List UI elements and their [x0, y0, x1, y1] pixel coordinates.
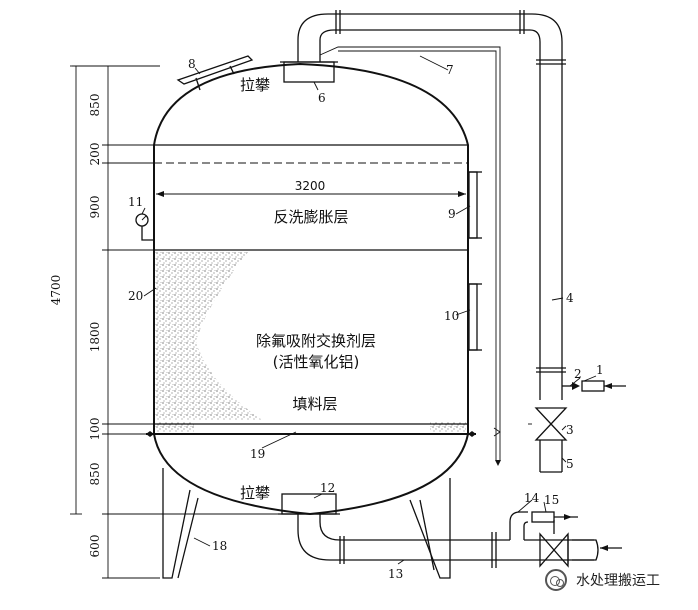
tank-body: [146, 62, 476, 516]
callout-11: 11: [128, 195, 143, 209]
support-legs: [162, 468, 451, 579]
adsorbent-layer-sub-label: (活性氧化铝): [273, 353, 360, 371]
pull-handle-top-label: 拉攀: [240, 76, 270, 94]
wechat-icon: [545, 569, 567, 591]
pull-handle-bottom-label: 拉攀: [240, 484, 270, 502]
callout-14: 14: [524, 491, 540, 505]
dim-segment-7: 600: [88, 535, 102, 558]
sampling-port: [468, 283, 478, 351]
watermark-text: 水处理搬运工: [573, 570, 663, 590]
callout-8: 8: [188, 57, 196, 71]
bottom-outlet-pipe: [278, 493, 622, 568]
callout-13: 13: [388, 567, 403, 581]
callout-5: 5: [566, 457, 574, 471]
callout-4: 4: [566, 291, 574, 305]
dim-segment-6: 850: [88, 463, 102, 486]
backwash-port: [468, 171, 478, 239]
dimension-lines: 4700 850 200 900 1800 100 850 600: [49, 65, 300, 579]
dim-segment-3: 900: [88, 196, 102, 219]
callout-12: 12: [320, 481, 335, 495]
callout-9: 9: [448, 207, 456, 221]
callout-1: 1: [596, 363, 604, 377]
callout-6: 6: [318, 91, 326, 105]
adsorbent-layer-label: 除氟吸附交换剂层: [256, 332, 376, 350]
callout-19: 19: [250, 447, 265, 461]
dim-segment-4: 1800: [88, 322, 102, 353]
top-inlet-pipe: [280, 10, 626, 473]
vent-pipe: [319, 46, 501, 466]
callout-7: 7: [446, 63, 454, 77]
dim-total-label: 4700: [49, 275, 63, 306]
callout-20: 20: [128, 289, 143, 303]
dim-segment-1: 850: [88, 94, 102, 117]
callout-15: 15: [544, 493, 559, 507]
callout-3: 3: [566, 423, 574, 437]
dim-segment-5: 100: [88, 418, 102, 441]
callout-numbers: 1 2 3 4 5 6 7 8 9 10 11 12 13 14 15 18 1…: [128, 57, 604, 581]
dim-segment-2: 200: [88, 143, 102, 166]
packing-layer-label: 填料层: [292, 395, 337, 413]
pressure-gauge-icon: [135, 213, 154, 241]
watermark: 水处理搬运工: [545, 565, 695, 595]
top-hatch: [176, 55, 254, 91]
width-dimension-label: 3200: [295, 179, 326, 193]
callout-10: 10: [444, 309, 459, 323]
backwash-layer-label: 反洗膨胀层: [273, 208, 348, 226]
callout-2: 2: [574, 367, 582, 381]
callout-leaders: [141, 55, 597, 565]
callout-18: 18: [212, 539, 227, 553]
